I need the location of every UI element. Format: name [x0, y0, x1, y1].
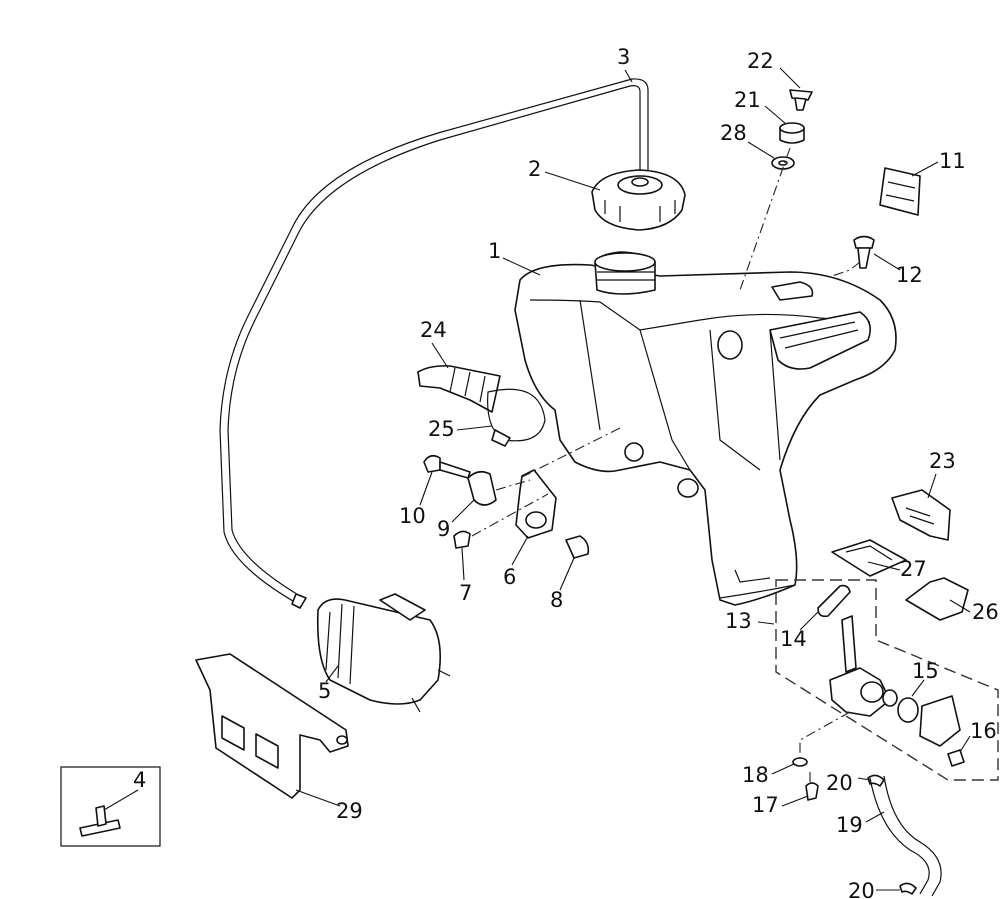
callout-4: 4 — [133, 768, 146, 792]
canister-mount-hardware — [423, 427, 621, 559]
callout-16: 16 — [970, 719, 997, 743]
callout-12: 12 — [896, 263, 923, 287]
callout-22: 22 — [747, 49, 774, 73]
callout-20a: 20 — [826, 771, 853, 795]
callout-27: 27 — [900, 557, 927, 581]
tank-mount-hardware — [739, 89, 921, 291]
callout-10: 10 — [399, 504, 426, 528]
callout-17: 17 — [752, 793, 779, 817]
callout-29: 29 — [336, 799, 363, 823]
callout-21: 21 — [734, 88, 761, 112]
callout-20b: 20 — [848, 879, 875, 899]
callout-24: 24 — [420, 318, 447, 342]
callout-9: 9 — [437, 517, 450, 541]
callout-13: 13 — [725, 609, 752, 633]
callout-1: 1 — [488, 239, 501, 263]
callout-5: 5 — [318, 679, 331, 703]
callout-6: 6 — [503, 565, 516, 589]
callout-14: 14 — [780, 627, 807, 651]
t-piece-inset — [60, 766, 161, 847]
callout-15: 15 — [912, 659, 939, 683]
breather-hose — [219, 78, 649, 609]
fuel-tank — [514, 251, 897, 606]
strap-and-clamp — [417, 365, 546, 447]
heat-shield-parts — [831, 489, 969, 621]
callout-19: 19 — [836, 813, 863, 837]
carbon-canister — [316, 593, 451, 713]
callout-numbers: 1 2 3 4 5 6 7 8 9 10 11 12 13 14 15 16 1… — [133, 45, 999, 899]
callout-28: 28 — [720, 121, 747, 145]
callout-11: 11 — [939, 149, 966, 173]
callout-18: 18 — [742, 763, 769, 787]
fuel-cap — [591, 169, 686, 231]
callout-2: 2 — [528, 157, 541, 181]
callout-23: 23 — [929, 449, 956, 473]
callout-8: 8 — [550, 588, 563, 612]
fuel-tap-assembly — [775, 579, 999, 801]
leader-lines — [103, 67, 971, 891]
fuel-hose — [869, 775, 942, 897]
callout-26: 26 — [972, 600, 999, 624]
canister-bracket — [195, 653, 349, 799]
callout-7: 7 — [459, 581, 472, 605]
callout-3: 3 — [617, 45, 630, 69]
callout-25: 25 — [428, 417, 455, 441]
